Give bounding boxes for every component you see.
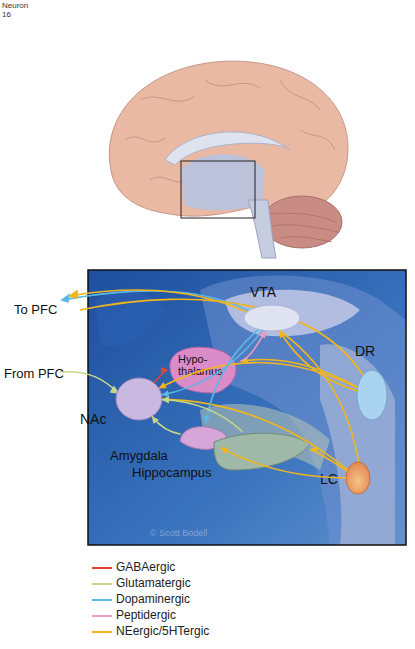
projection-line — [310, 450, 347, 471]
region-shape — [214, 430, 310, 470]
brain-region: VTA — [244, 305, 300, 331]
legend-text: GABAergic — [116, 560, 175, 574]
region-outline — [244, 305, 300, 331]
arrow-head — [162, 397, 169, 404]
projection-connector — [279, 331, 357, 391]
projection-connector — [310, 446, 347, 471]
projection-connector — [162, 396, 348, 470]
brain-region: NAc — [116, 378, 162, 420]
legend-swatch — [92, 615, 112, 617]
region-shape — [116, 378, 162, 420]
legend-text: Dopaminergic — [116, 592, 190, 606]
arrow-head — [241, 357, 249, 364]
projection-line — [152, 416, 181, 434]
legend-text: Peptidergic — [116, 608, 176, 622]
projection-line — [241, 331, 266, 361]
projection-line — [162, 330, 263, 395]
projection-connector — [241, 331, 266, 361]
arrow-head — [162, 390, 170, 397]
arrow-head — [203, 416, 210, 424]
region-outline — [357, 370, 387, 420]
brain-region: Hypo- thalamus — [168, 343, 242, 393]
legend-swatch — [92, 631, 112, 633]
projection-connector — [241, 357, 358, 387]
arrow-head — [279, 331, 286, 339]
projection-connector — [152, 416, 181, 434]
region-shape — [346, 462, 370, 494]
source-label: From PFC — [4, 366, 64, 381]
region-label: NAc — [80, 412, 120, 427]
legend-swatch — [92, 599, 112, 601]
brain-panel — [88, 270, 406, 545]
brain-region: LC — [346, 462, 370, 494]
region-label: VTA — [250, 285, 300, 300]
arrow-head — [152, 416, 159, 424]
arrow-head — [162, 396, 169, 403]
legend-swatch — [92, 583, 112, 585]
projection-connector — [154, 367, 168, 383]
region-outline — [116, 378, 162, 420]
region-label: Amygdala — [110, 449, 190, 463]
arrow-head — [161, 367, 168, 374]
region-label: Hypo- thalamus — [178, 353, 236, 377]
journal-name: Neuron — [2, 1, 28, 10]
region-outline — [170, 347, 236, 393]
projection-line — [154, 370, 168, 383]
projection-connector — [162, 330, 263, 397]
region-label: LC — [320, 472, 350, 487]
arrow-head — [310, 446, 317, 453]
projection-line — [241, 359, 358, 387]
target-label: To PFC — [14, 302, 57, 317]
arrow-head — [159, 382, 167, 388]
region-outline — [346, 462, 370, 494]
brain-region: DR — [357, 370, 387, 420]
pfc-projections — [60, 290, 372, 470]
projection-line — [162, 399, 348, 469]
projection-line — [279, 331, 357, 391]
region-label: DR — [355, 344, 395, 359]
legend-text: Glutamatergic — [116, 576, 191, 590]
legend-swatch — [92, 567, 112, 569]
sagittal-brain — [109, 61, 348, 258]
watermark: © Scott Bodell — [150, 528, 207, 538]
legend-text: NEergic/5HTergic — [116, 624, 209, 638]
region-label: Hippocampus — [132, 466, 232, 480]
brain-region: Hippocampus — [214, 430, 310, 470]
region-outline — [214, 433, 310, 470]
arrow-head — [259, 331, 265, 339]
page-number: 16 — [2, 10, 11, 19]
region-shape — [244, 305, 300, 331]
region-shape — [357, 370, 387, 420]
